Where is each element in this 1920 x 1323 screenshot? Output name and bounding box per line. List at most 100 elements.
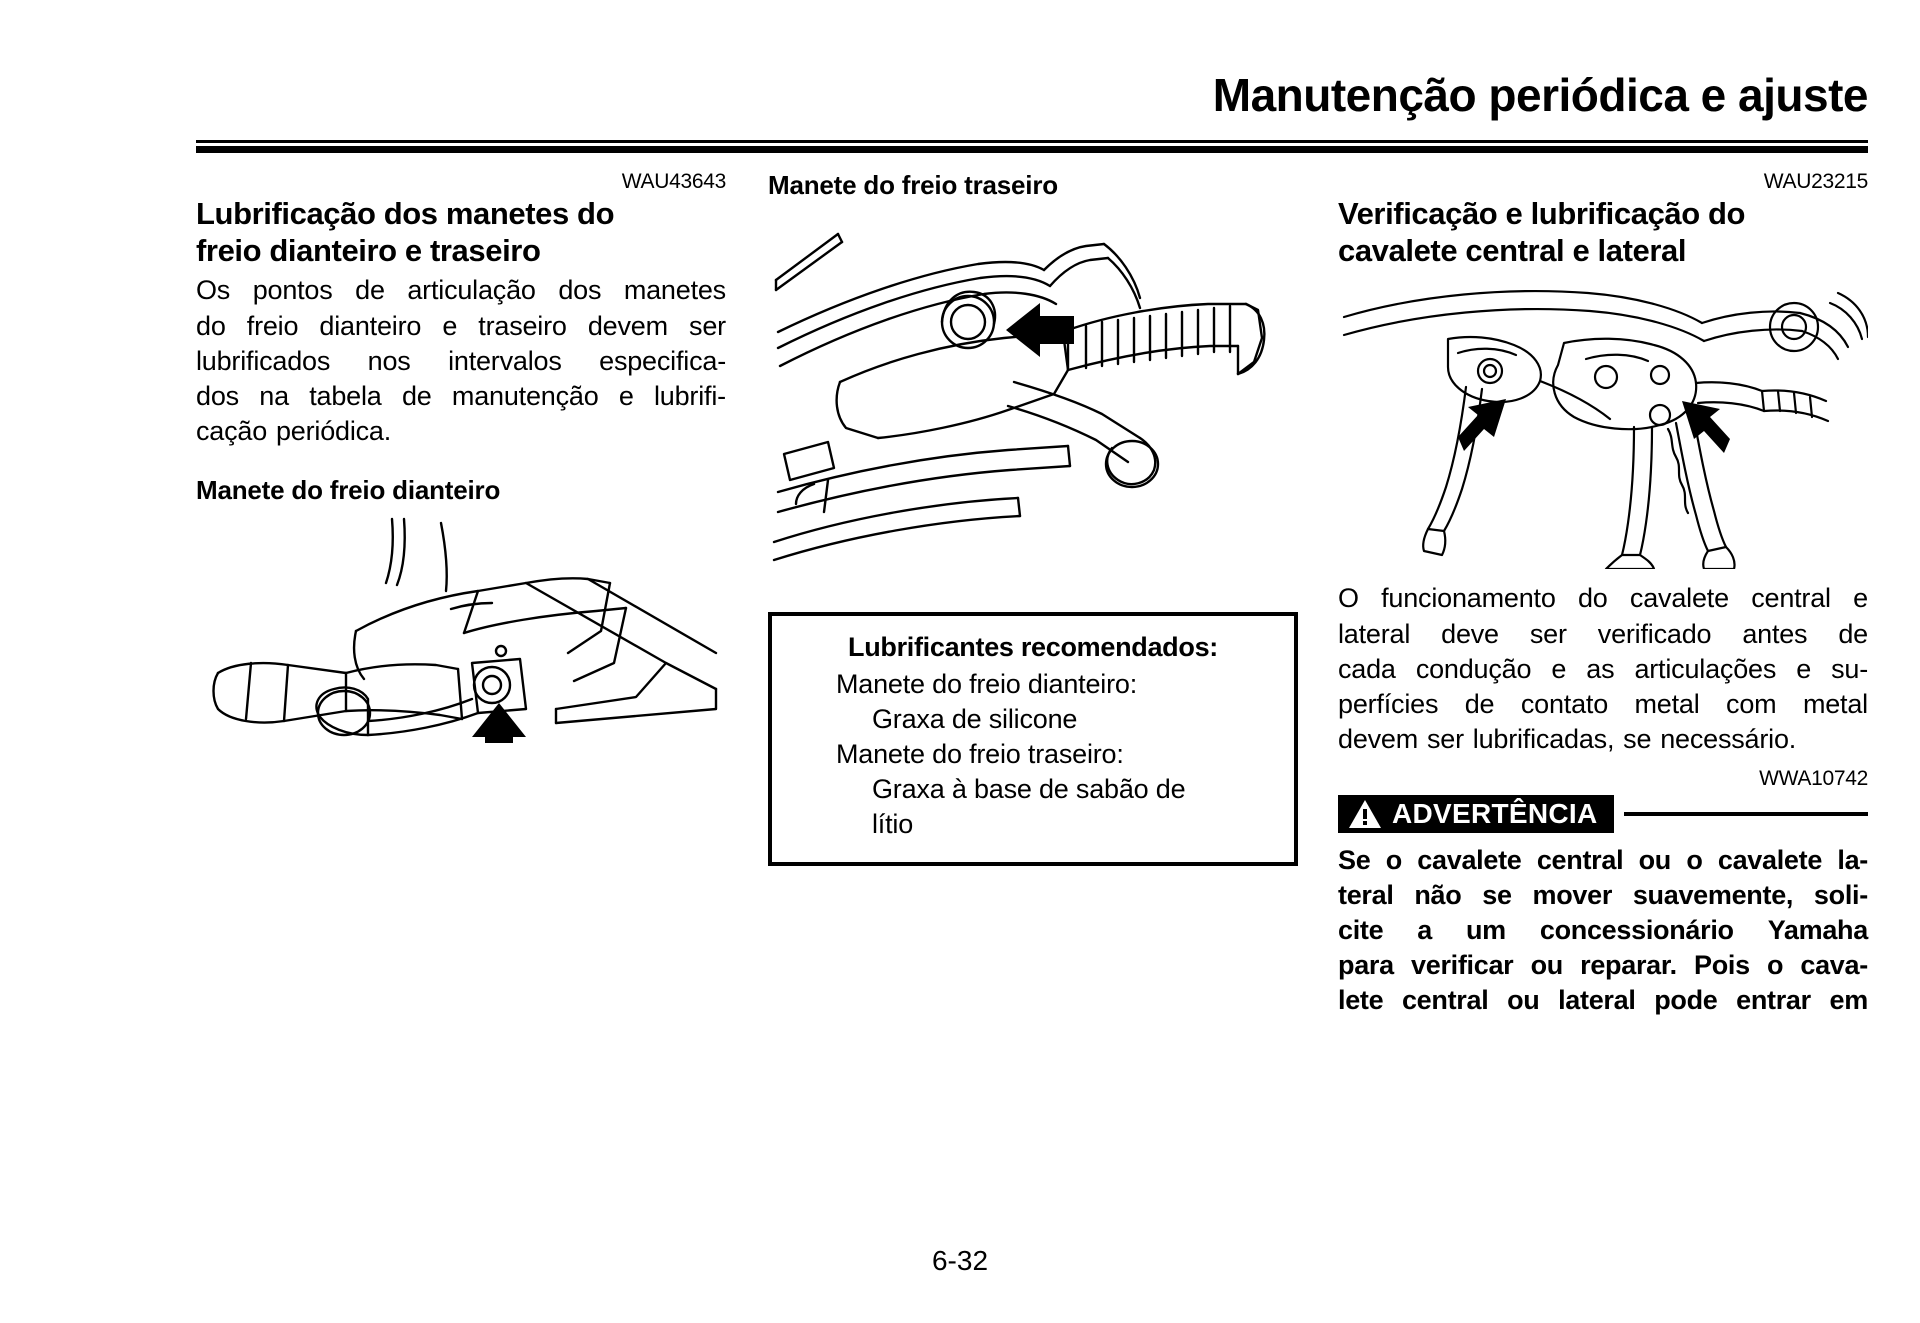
column-middle: Manete do freio traseiro — [768, 170, 1298, 867]
word: Yamaha — [1767, 915, 1869, 946]
word: la- — [1837, 844, 1868, 875]
section-title-verificacao: Verificação e lubrificação do cavalete c… — [1338, 195, 1868, 269]
word: devem — [1338, 723, 1419, 754]
word: um — [1465, 915, 1506, 946]
word: cavalete — [1417, 844, 1522, 875]
subsection-title-manete-dianteiro: Manete do freio dianteiro — [196, 474, 501, 505]
word: de — [1838, 618, 1868, 649]
body-line: cada condução e as articulações e su- — [1338, 652, 1868, 687]
warning-label: ADVERTÊNCIA — [1392, 797, 1598, 829]
word: e — [1551, 653, 1567, 684]
warning-badge: ADVERTÊNCIA — [1338, 794, 1614, 833]
body-line: lateral deve ser verificado antes de — [1338, 617, 1868, 652]
header-rule-thin — [196, 140, 1868, 143]
header-rule — [196, 140, 1868, 153]
word: funcionamento — [1381, 583, 1556, 614]
word: dianteiro — [319, 310, 422, 341]
column-left: WAU43643 Lubrificação dos manetes do fre… — [196, 170, 726, 755]
body-line: devem ser lubrificadas, se necessário. — [1338, 722, 1868, 757]
page-footer: 6-32 — [0, 1245, 1920, 1277]
word: soli- — [1813, 880, 1868, 911]
body-paragraph-left: Os pontos de articulação dos manetes do … — [196, 273, 726, 448]
word: verificar — [1411, 950, 1514, 981]
word: lateral — [1338, 618, 1411, 649]
word: se — [1482, 880, 1512, 911]
lubricants-heading: Lubrificantes recomendados: — [848, 631, 1218, 662]
word: manetes — [623, 275, 726, 306]
body-line: lubrificados nos intervalos especifica- — [196, 344, 726, 379]
word: ou — [1638, 844, 1672, 875]
word: central — [1401, 985, 1489, 1016]
word: cava- — [1800, 950, 1868, 981]
word: cavalete — [1717, 844, 1823, 875]
word: teral — [1338, 880, 1394, 911]
callout-arrow — [1006, 302, 1074, 357]
word: ou — [1530, 950, 1564, 981]
word: lubrificados — [196, 345, 331, 376]
callout-arrow — [472, 702, 526, 743]
word: metal — [1802, 688, 1868, 719]
word: necessário. — [1660, 723, 1797, 754]
word: do — [1577, 583, 1608, 614]
word: suavemente, — [1632, 880, 1794, 911]
word: antes — [1742, 618, 1808, 649]
word: o — [1766, 950, 1784, 981]
lubricant-item-value: Graxa de silicone — [872, 703, 1078, 734]
section-title-line-1: Lubrificação dos manetes do — [196, 196, 615, 232]
word: lubrificadas, — [1472, 723, 1615, 754]
word: tabela — [309, 380, 382, 411]
lubricant-item-label: Manete do freio dianteiro: — [836, 668, 1137, 699]
word: cação — [196, 415, 268, 446]
section-title-lubrificacao: Lubrificação dos manetes do freio diante… — [196, 195, 726, 269]
column-right: WAU23215 Verificação e lubrificação do c… — [1338, 170, 1868, 1018]
word: intervalos — [448, 345, 562, 376]
page-header: Manutenção periódica e ajuste — [196, 72, 1869, 118]
body-line: O funcionamento do cavalete central e — [1338, 581, 1868, 616]
body-line: Os pontos de articulação dos manetes — [196, 273, 726, 308]
warning-line: cite a um concessionário Yamaha — [1338, 913, 1868, 948]
front-brake-lever-figure — [196, 513, 726, 743]
reference-code-wau43643: WAU43643 — [621, 170, 727, 193]
reference-code-wwa10742: WWA10742 — [1759, 766, 1868, 790]
word: articulação — [407, 275, 536, 306]
word: central — [1751, 583, 1831, 614]
word: não — [1414, 880, 1462, 911]
word: contato — [1520, 688, 1609, 719]
word: ser — [689, 310, 726, 341]
word: mover — [1532, 880, 1613, 911]
word: ser — [1426, 723, 1464, 754]
warning-line: lete central ou lateral pode entrar em — [1338, 983, 1868, 1018]
word: dos — [558, 275, 602, 306]
word: o — [1686, 844, 1703, 875]
word: na — [259, 380, 289, 411]
body-line: do freio dianteiro e traseiro devem ser — [196, 309, 726, 344]
section-title-line-2: freio dianteiro e traseiro — [196, 233, 541, 269]
word: lete — [1338, 985, 1384, 1016]
header-rule-gap — [196, 143, 1868, 146]
callout-arrow — [1682, 401, 1730, 454]
warning-triangle-icon — [1349, 799, 1381, 828]
warning-line: teral não se mover suavemente, soli- — [1338, 878, 1868, 913]
word: ou — [1507, 985, 1540, 1016]
lubricant-item-label: Manete do freio traseiro: — [836, 738, 1124, 769]
word: e — [1853, 583, 1868, 614]
word: de — [401, 380, 432, 411]
warning-body: Se o cavalete central ou o cavalete la- … — [1338, 843, 1868, 1018]
word: e — [1796, 653, 1812, 684]
word: a — [1417, 915, 1433, 946]
warning-line: para verificar ou reparar. Pois o cava- — [1338, 948, 1868, 983]
word: e — [618, 380, 634, 411]
word: verificado — [1597, 618, 1712, 649]
word: concessionário — [1539, 915, 1734, 946]
word: su- — [1831, 653, 1868, 684]
word: dos — [196, 380, 239, 411]
warning-header: ADVERTÊNCIA — [1338, 794, 1868, 833]
word: de — [355, 275, 385, 306]
word: nos — [367, 345, 411, 376]
word: reparar. — [1580, 950, 1677, 981]
word: perfícies — [1338, 688, 1439, 719]
word: lateral — [1558, 985, 1636, 1016]
word: lubrifi- — [654, 380, 726, 411]
word: devem — [587, 310, 668, 341]
